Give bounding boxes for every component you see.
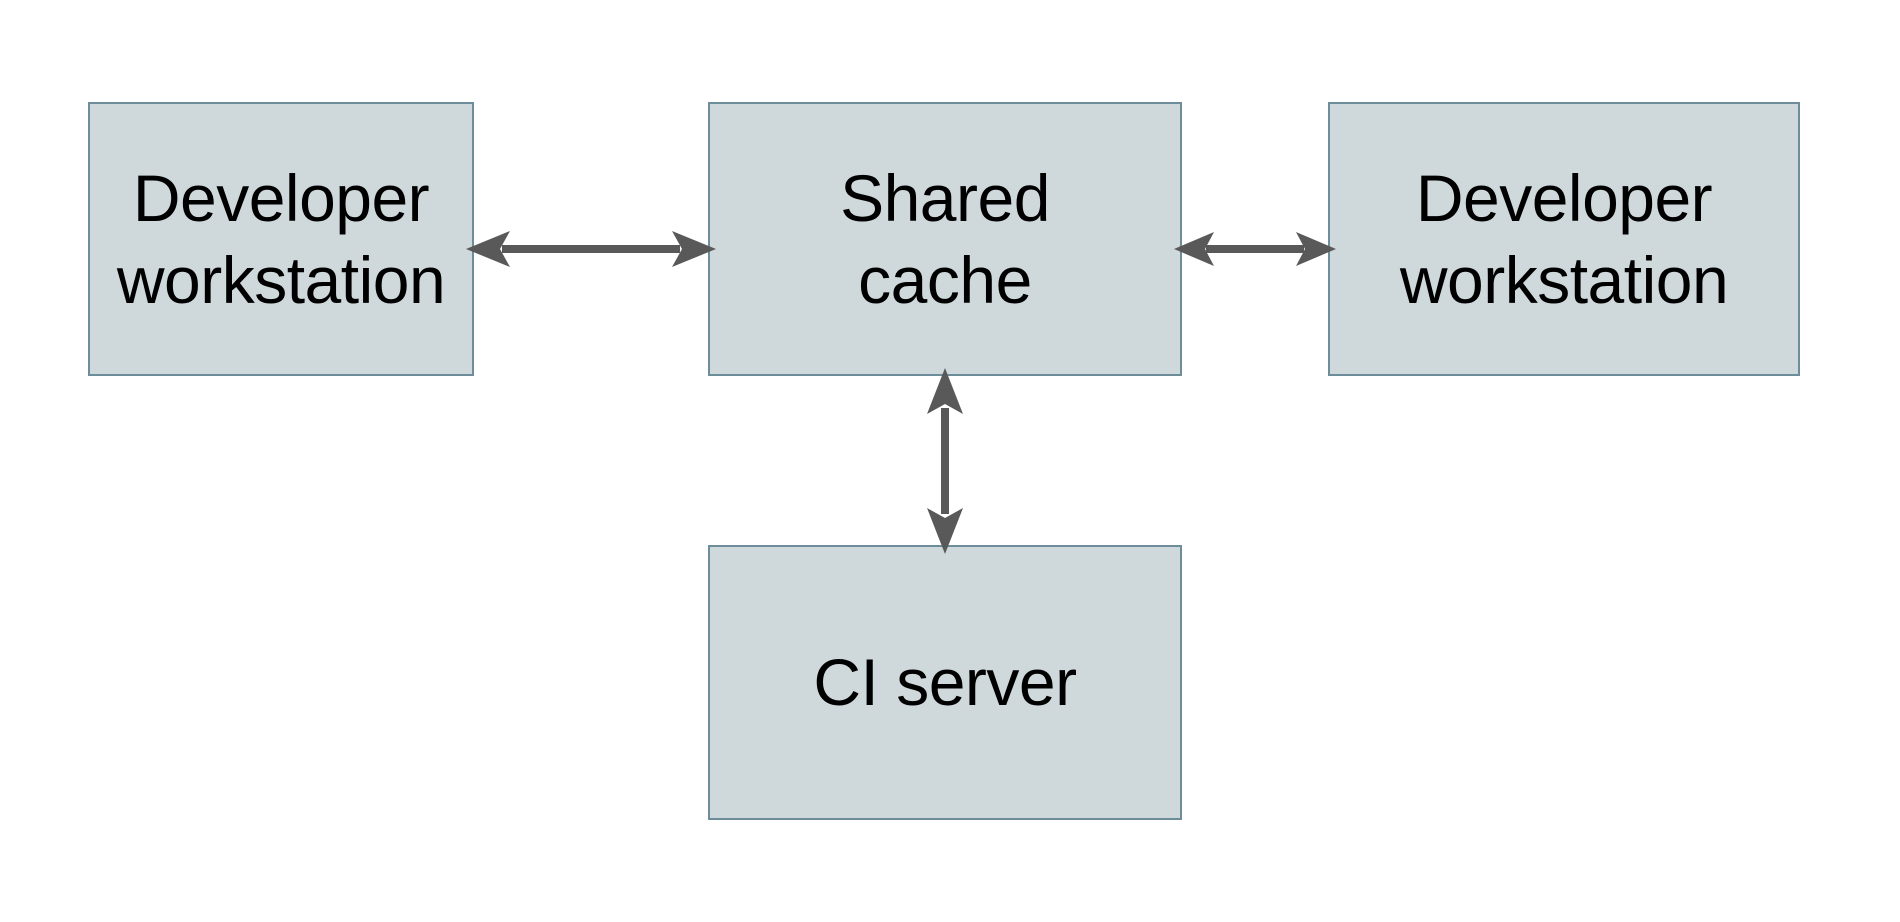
node-ci-server[interactable]: CI server [708, 545, 1182, 820]
edge-shared-cache-to-developer-right-double-arrow [1174, 232, 1336, 266]
node-shared-cache[interactable]: Shared cache [708, 102, 1182, 376]
node-developer-workstation-left[interactable]: Developer workstation [88, 102, 474, 376]
edge-shared-cache-to-ci-server-double-arrow [927, 368, 963, 554]
node-label: Developer workstation [116, 160, 446, 318]
node-developer-workstation-right[interactable]: Developer workstation [1328, 102, 1800, 376]
node-label: Shared cache [840, 160, 1050, 318]
node-label: CI server [813, 645, 1077, 720]
node-label: Developer workstation [1399, 160, 1729, 318]
edge-developer-left-to-shared-cache-double-arrow [466, 231, 716, 267]
